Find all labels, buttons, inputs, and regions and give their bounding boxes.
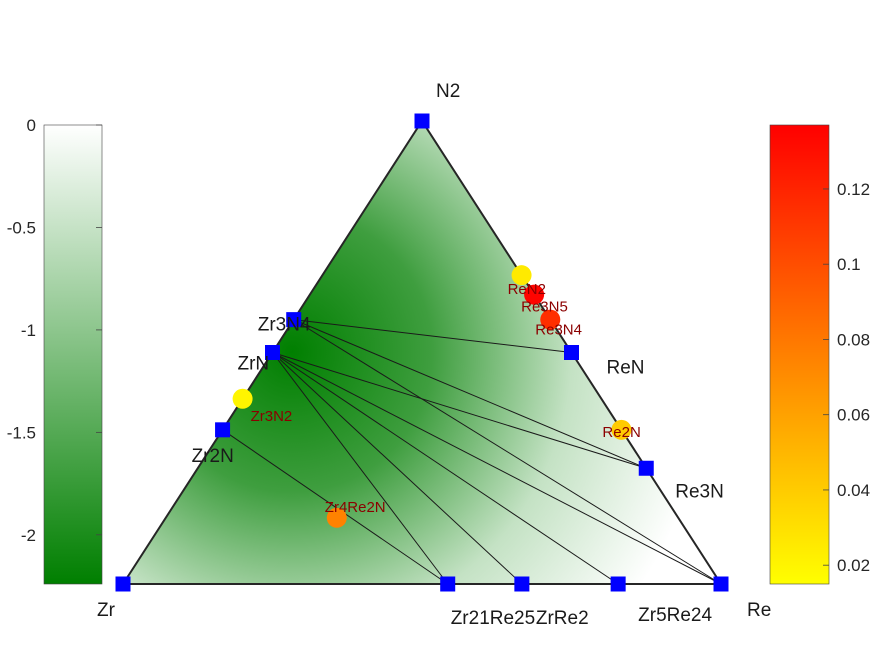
stable-phase-label: N2 [436, 81, 460, 102]
stable-phase-marker [440, 576, 456, 592]
stable-phase-marker [610, 576, 626, 592]
unstable-phase-label: Re3N5 [521, 299, 568, 316]
stable-phase-label: Zr5Re24 [638, 605, 712, 626]
stable-phase-marker [215, 422, 231, 438]
unstable-phase-label: Zr4Re2N [325, 499, 386, 516]
right-colorbar: 0.02 0.04 0.06 0.08 0.1 0.12 [769, 124, 870, 585]
stable-phase-marker [265, 345, 280, 360]
tie-line [272, 352, 722, 585]
unstable-phase-marker [540, 309, 561, 330]
stable-phase-label: ZrN [238, 354, 270, 375]
tie-line [293, 319, 572, 353]
left-colorbar: 0 -0.5 -1 -1.5 -2 [7, 116, 103, 585]
right-colorbar-tick-label: 0.08 [837, 330, 870, 349]
unstable-phase-label: Zr3N2 [251, 408, 293, 425]
stable-phase-label: ReN [607, 358, 645, 379]
stable-phase-label: Re [747, 600, 771, 621]
stable-phase-label: Zr [97, 600, 116, 621]
unstable-phase-label: Re3N4 [535, 322, 582, 339]
unstable-phase-marker [524, 284, 545, 305]
stable-phase-marker [514, 576, 530, 592]
tie-line [272, 352, 647, 469]
right-colorbar-bar [769, 124, 830, 585]
tie-line [293, 319, 722, 585]
stable-phase-label: Zr21Re25 [451, 608, 536, 629]
right-colorbar-tick-label: 0.04 [837, 481, 870, 500]
left-colorbar-tick-label: -1 [21, 321, 36, 340]
stable-phase-marker [638, 460, 654, 476]
stable-phase-label: Re3N [675, 481, 724, 502]
stable-phase-label: Zr2N [192, 446, 234, 467]
unstable-phase-marker [326, 507, 347, 528]
stable-phase-marker [115, 576, 131, 592]
tie-line [272, 352, 619, 585]
tie-line [222, 429, 448, 585]
stable-phase-label: ZrRe2 [536, 608, 589, 629]
left-colorbar-tick-label: -2 [21, 526, 36, 545]
tie-line [293, 319, 647, 469]
left-colorbar-tick-label: -1.5 [7, 423, 36, 442]
right-colorbar-tick-label: 0.02 [837, 556, 870, 575]
stable-phase-marker [713, 576, 729, 592]
stable-phase-label: Zr3N4 [258, 315, 311, 336]
right-colorbar-tick-label: 0.12 [837, 180, 870, 199]
unstable-phase-marker [511, 265, 532, 286]
stable-phase-marker [564, 345, 579, 360]
tie-line [272, 352, 449, 585]
triangle-shading [123, 121, 721, 584]
unstable-phase-marker [232, 388, 253, 409]
tie-lines [222, 319, 722, 585]
stable-phase-marker [286, 312, 302, 328]
right-colorbar-tick-label: 0.06 [837, 406, 870, 425]
unstable-phase-markers [232, 265, 632, 528]
unstable-phase-marker [611, 419, 632, 440]
stable-phase-marker [414, 113, 430, 129]
right-colorbar-tick-label: 0.1 [837, 255, 861, 274]
unstable-phase-label: Re2N [602, 424, 640, 441]
left-colorbar-ticks: 0 -0.5 -1 -1.5 -2 [7, 116, 102, 545]
stable-phase-markers [115, 113, 729, 592]
unstable-phase-label: ReN2 [508, 281, 546, 298]
left-colorbar-tick-label: -0.5 [7, 218, 36, 237]
left-colorbar-bar [43, 124, 103, 585]
tie-line [272, 352, 523, 585]
left-colorbar-tick-label: 0 [27, 116, 36, 135]
right-colorbar-ticks: 0.02 0.04 0.06 0.08 0.1 0.12 [823, 180, 870, 575]
